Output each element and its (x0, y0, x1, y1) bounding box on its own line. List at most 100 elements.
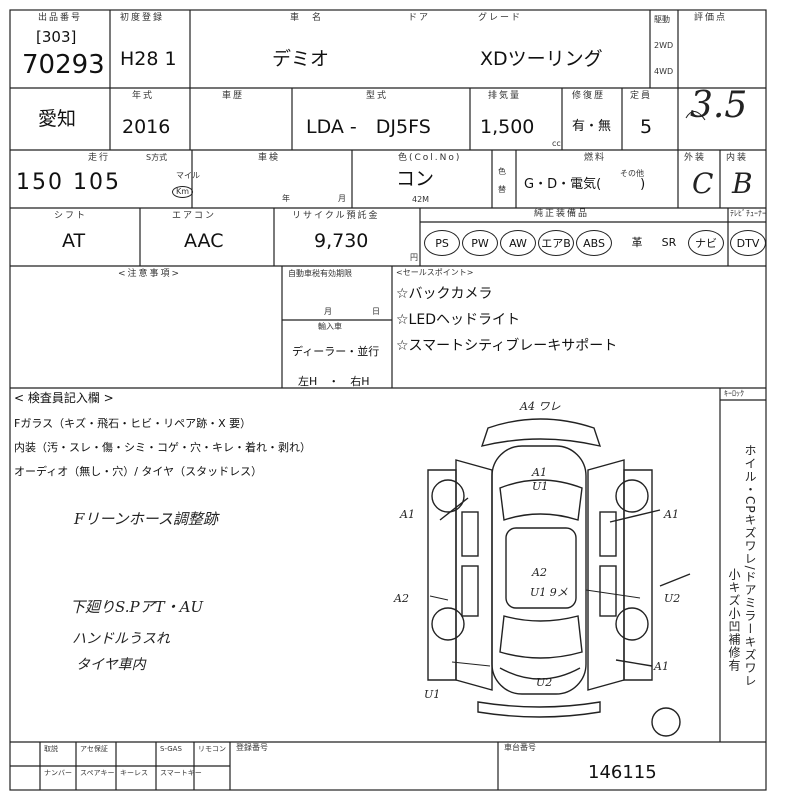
mark-roof-a2: A2 (532, 566, 547, 579)
equipment-item-革: 革 (631, 236, 643, 249)
sales-point-3: ☆スマートシティブレーキサポート (396, 338, 618, 354)
equipment-item-エアB: エアB (538, 230, 574, 256)
equipment-label: 純正装備品 (534, 209, 590, 219)
equipment-item-PS: PS (424, 230, 460, 256)
handwritten-note-2: 下廻りS.PアT・AU (70, 598, 204, 616)
mark-left-a2: A2 (394, 592, 409, 605)
model-code-label: 型式 (366, 91, 389, 101)
drive-2wd: 2WD (654, 41, 674, 50)
exterior-grade: C (692, 167, 714, 200)
inspector-notes-label: < 検査員記入欄 > (14, 391, 114, 405)
bottom-cell-4: キーレス (120, 769, 148, 777)
bottom-cell-1: ナンバー (44, 769, 72, 777)
expiry-day-label: 日 (372, 307, 380, 316)
notes-label: <注意事項> (118, 269, 182, 279)
mark-right-u2: U2 (664, 592, 681, 605)
sales-points-label: <セールスポイント> (396, 268, 474, 277)
drive-4wd: 4WD (654, 67, 674, 76)
bottom-cell-2: アセ保証 (80, 745, 108, 753)
registration-number-label: 登録番号 (236, 743, 268, 752)
mileage-unit-km: Km (172, 186, 194, 198)
mark-hood-u1: U1 (532, 480, 549, 493)
model-name: デミオ (272, 48, 330, 70)
shaken-month-label: 月 (338, 194, 346, 203)
equipment-item-PW: PW (462, 230, 498, 256)
equipment-item-ABS: ABS (576, 230, 612, 256)
vertical-note-1: ホイル・CPキズワレ/ドアミラーキズワレ (743, 444, 757, 688)
handwritten-note-4: タイヤ車内 (76, 657, 146, 673)
mark-rear-left-u1: U1 (424, 688, 441, 701)
displacement-label: 排気量 (488, 91, 522, 101)
vertical-note-2: 小キズ小凹補修有 (727, 568, 741, 672)
mark-hood-a1: A1 (532, 466, 547, 479)
color-change-label-1: 色 (498, 167, 506, 176)
color-label: 色(Col.No) (398, 153, 462, 163)
grade-value: XDツーリング (480, 48, 603, 70)
mark-rear-u2: U2 (536, 676, 553, 689)
audio-tire-line: オーディオ（無し・穴）/ タイヤ（スタッドレス） (14, 465, 263, 478)
score-label: 評価点 (694, 13, 728, 23)
equipment-item-SR: SR (661, 235, 677, 249)
mark-front-glass: A4 ワレ (520, 400, 561, 413)
aircon-value: AAC (184, 230, 224, 252)
model-name-label: 車 名 (290, 13, 324, 23)
tv-label: ﾃﾚﾋﾞﾁｭｰﾅｰ (730, 209, 766, 218)
grade-label: グレード (478, 13, 523, 23)
fuel-label: 燃料 (584, 153, 607, 163)
chassis-number: 146115 (588, 762, 657, 783)
fuel-other-label: その他 (620, 169, 644, 178)
shift-label: シフト (54, 211, 88, 221)
mileage-unit-miles: マイル (176, 171, 200, 180)
equipment-item-DTV: DTV (730, 230, 766, 256)
equipment-item-AW: AW (500, 230, 536, 256)
lot-number: 70293 (22, 50, 105, 80)
import-dealer: ディーラー・並行 (292, 345, 380, 358)
equipment-item-ナビ: ナビ (688, 230, 724, 256)
mark-roof-u1: U1 9メ (530, 586, 568, 599)
first-registration-value: H28 1 (120, 48, 177, 70)
inspection-label: 車歴 (222, 91, 245, 101)
shaken-label: 車検 (258, 153, 281, 163)
color-value: コン (396, 168, 435, 190)
interior-line: 内装（汚・スレ・傷・シミ・コゲ・穴・キレ・着れ・剥れ） (14, 441, 311, 454)
glass-line: Fガラス（キズ・飛石・ヒビ・リペア跡・X 要） (14, 417, 252, 430)
handwritten-note-3: ハンドルうスれ (72, 631, 170, 647)
model-code-value: LDA - DJ5FS (306, 116, 431, 138)
handwritten-note-1: Fリーンホース調整跡 (74, 510, 218, 528)
mark-front-left-a1: A1 (400, 508, 415, 521)
lot-number-label: 出品番号 (38, 13, 83, 23)
steering-side: 左H ・ 右H (298, 375, 370, 388)
registration-value: 有・無 (572, 119, 612, 134)
year-value: 2016 (122, 116, 171, 138)
interior-label: 内装 (726, 153, 749, 163)
bottom-cell-6: スマートキー (160, 769, 202, 777)
displacement-unit: cc (552, 139, 561, 148)
drive-label: 駆動 (654, 15, 670, 24)
color-code: 42M (412, 195, 430, 204)
registration-label: 修復歴 (572, 91, 606, 101)
color-change-label-2: 替 (498, 185, 506, 194)
bottom-cell-0: 取説 (44, 745, 58, 753)
shift-value: AT (62, 230, 86, 252)
exterior-label: 外装 (684, 153, 707, 163)
bottom-cell-5: S-GAS (160, 745, 182, 753)
recycle-unit: 円 (410, 253, 418, 262)
chassis-number-label: 車台番号 (504, 743, 536, 752)
displacement-value: 1,500 (480, 116, 535, 138)
region: 愛知 (38, 108, 77, 130)
mark-front-right-a1: A1 (664, 508, 679, 521)
bottom-cell-3: スペアキー (80, 769, 115, 777)
mark-rear-right-a1: A1 (654, 660, 669, 673)
mileage-value: 150 105 (16, 170, 121, 195)
year-label: 年式 (132, 91, 155, 101)
fuel-options: G・D・電気( ) (524, 177, 646, 192)
import-label: 輸入車 (318, 322, 342, 331)
inspection-expiry-label: 自動車税有効期限 (288, 269, 352, 278)
mileage-label: 走行 (88, 153, 111, 163)
shaken-year-label: 年 (282, 194, 290, 203)
sales-point-1: ☆バックカメラ (396, 286, 493, 302)
aircon-label: エアコン (172, 211, 217, 221)
mileage-code-label: S方式 (146, 153, 168, 162)
